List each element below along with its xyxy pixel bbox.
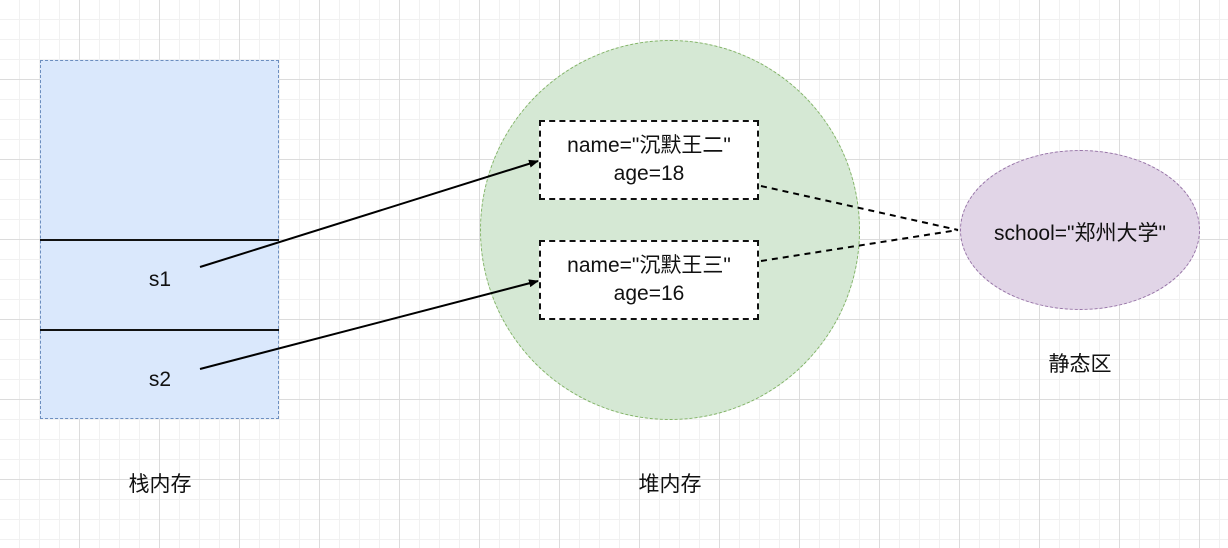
static-area-label: 静态区 — [1048, 353, 1112, 376]
static-area-ellipse — [960, 150, 1200, 310]
static-field-school: school="郑州大学" — [994, 222, 1166, 245]
stack-divider — [40, 329, 279, 331]
heap-memory-circle — [480, 40, 860, 420]
object-name-field: name="沉默王三" — [567, 254, 731, 277]
heap-memory-label: 堆内存 — [638, 473, 702, 496]
object-age-field: age=18 — [613, 162, 685, 185]
object-name-field: name="沉默王二" — [567, 134, 731, 157]
stack-var-s2: s2 — [148, 368, 172, 391]
stack-divider — [40, 239, 279, 241]
heap-object-2: name="沉默王三" age=16 — [539, 240, 759, 320]
heap-object-1: name="沉默王二" age=18 — [539, 120, 759, 200]
stack-var-s1: s1 — [148, 268, 172, 291]
stack-memory-label: 栈内存 — [128, 473, 192, 496]
object-age-field: age=16 — [613, 282, 685, 305]
